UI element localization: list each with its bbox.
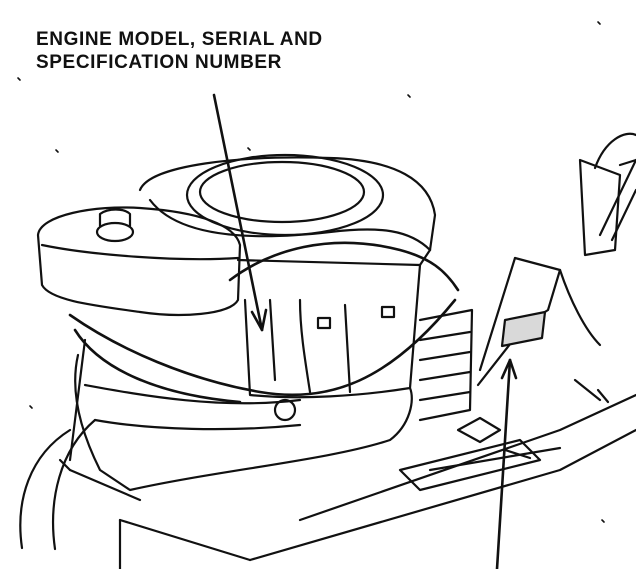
shift-lever xyxy=(573,158,636,404)
engine-shroud xyxy=(138,153,437,252)
engine-label-line-2: SPECIFICATION NUMBER xyxy=(36,52,282,73)
engine-label-callout: ENGINE MODEL, SERIAL AND SPECIFICATION N… xyxy=(36,28,323,74)
leader-arrows xyxy=(212,93,518,569)
engine-label-arrow xyxy=(212,93,264,332)
bolt-icon-2 xyxy=(380,305,396,319)
front-wheel xyxy=(19,418,97,551)
fuel-tank xyxy=(36,206,242,316)
bolt-icon xyxy=(316,316,332,330)
control-panel xyxy=(476,132,636,387)
muffler-housing xyxy=(68,338,413,492)
fuel-cap-icon xyxy=(95,221,135,243)
chassis-frame xyxy=(58,393,636,569)
serial-plate xyxy=(500,310,547,348)
engine-label-line-1: ENGINE MODEL, SERIAL AND xyxy=(36,29,323,50)
speckles xyxy=(17,21,605,523)
foot-pedal xyxy=(398,416,542,492)
engine-block xyxy=(236,248,474,422)
serial-plate-arrow xyxy=(495,358,512,569)
fitting-icon xyxy=(273,398,297,422)
